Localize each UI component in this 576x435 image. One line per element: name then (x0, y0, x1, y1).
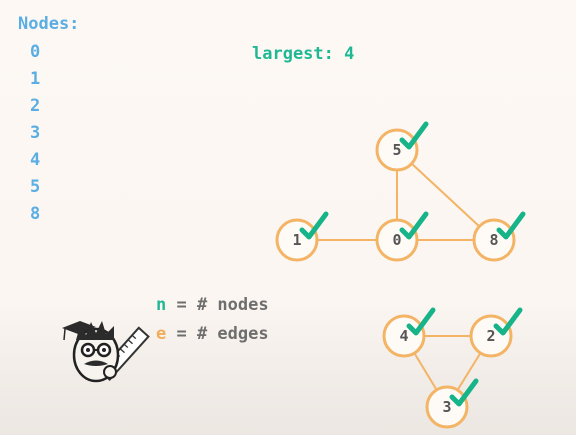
check-icon (406, 307, 436, 336)
node-circle (275, 218, 319, 262)
node-list-item: 3 (30, 123, 41, 143)
legend-nodes: n = # nodes (156, 295, 269, 315)
node-list-item: 5 (30, 177, 41, 197)
graph-node-2: 2 (469, 307, 523, 358)
nodes-layer: 5 1 0 8 4 2 3 (275, 121, 526, 429)
check-icon (449, 378, 479, 407)
legend-edges: e = # edges (156, 324, 269, 344)
node-list-item: 1 (30, 69, 41, 89)
node-label: 8 (489, 231, 498, 249)
legend-e-variable: e (156, 324, 167, 344)
check-icon (299, 211, 329, 240)
graph-node-1: 1 (275, 211, 329, 262)
node-label: 3 (442, 398, 451, 416)
check-icon (496, 211, 526, 240)
legend-n-text: = # nodes (166, 295, 269, 315)
node-circle (425, 385, 469, 429)
graph-node-0: 0 (375, 211, 429, 262)
node-circle (472, 218, 516, 262)
node-label: 1 (292, 231, 301, 249)
graph-node-5: 5 (375, 121, 429, 172)
professor-mascot-icon (62, 321, 150, 383)
node-list-item: 0 (30, 42, 41, 62)
node-circle (375, 218, 419, 262)
edge-5-8 (396, 149, 495, 241)
edges-layer (297, 149, 495, 408)
node-label: 5 (392, 141, 401, 159)
node-list-item: 2 (30, 96, 41, 116)
graph-node-4: 4 (382, 307, 436, 358)
node-list-item: 4 (30, 150, 41, 170)
node-label: 0 (392, 231, 401, 249)
node-circle (469, 314, 513, 358)
check-icon (399, 121, 429, 150)
node-list-item: 8 (30, 204, 41, 224)
node-label: 2 (486, 327, 495, 345)
legend-e-text: = # edges (166, 324, 269, 344)
nodes-list: 0 1 2 3 4 5 8 (30, 39, 40, 228)
check-icon (399, 211, 429, 240)
check-icon (493, 307, 523, 336)
graph-node-8: 8 (472, 211, 526, 262)
node-circle (375, 128, 419, 172)
legend-n-variable: n (156, 295, 167, 315)
graph-node-3: 3 (425, 378, 479, 429)
largest-label: largest: 4 (252, 44, 355, 64)
nodes-title: Nodes: (18, 14, 80, 34)
node-circle (382, 314, 426, 358)
node-label: 4 (399, 327, 408, 345)
